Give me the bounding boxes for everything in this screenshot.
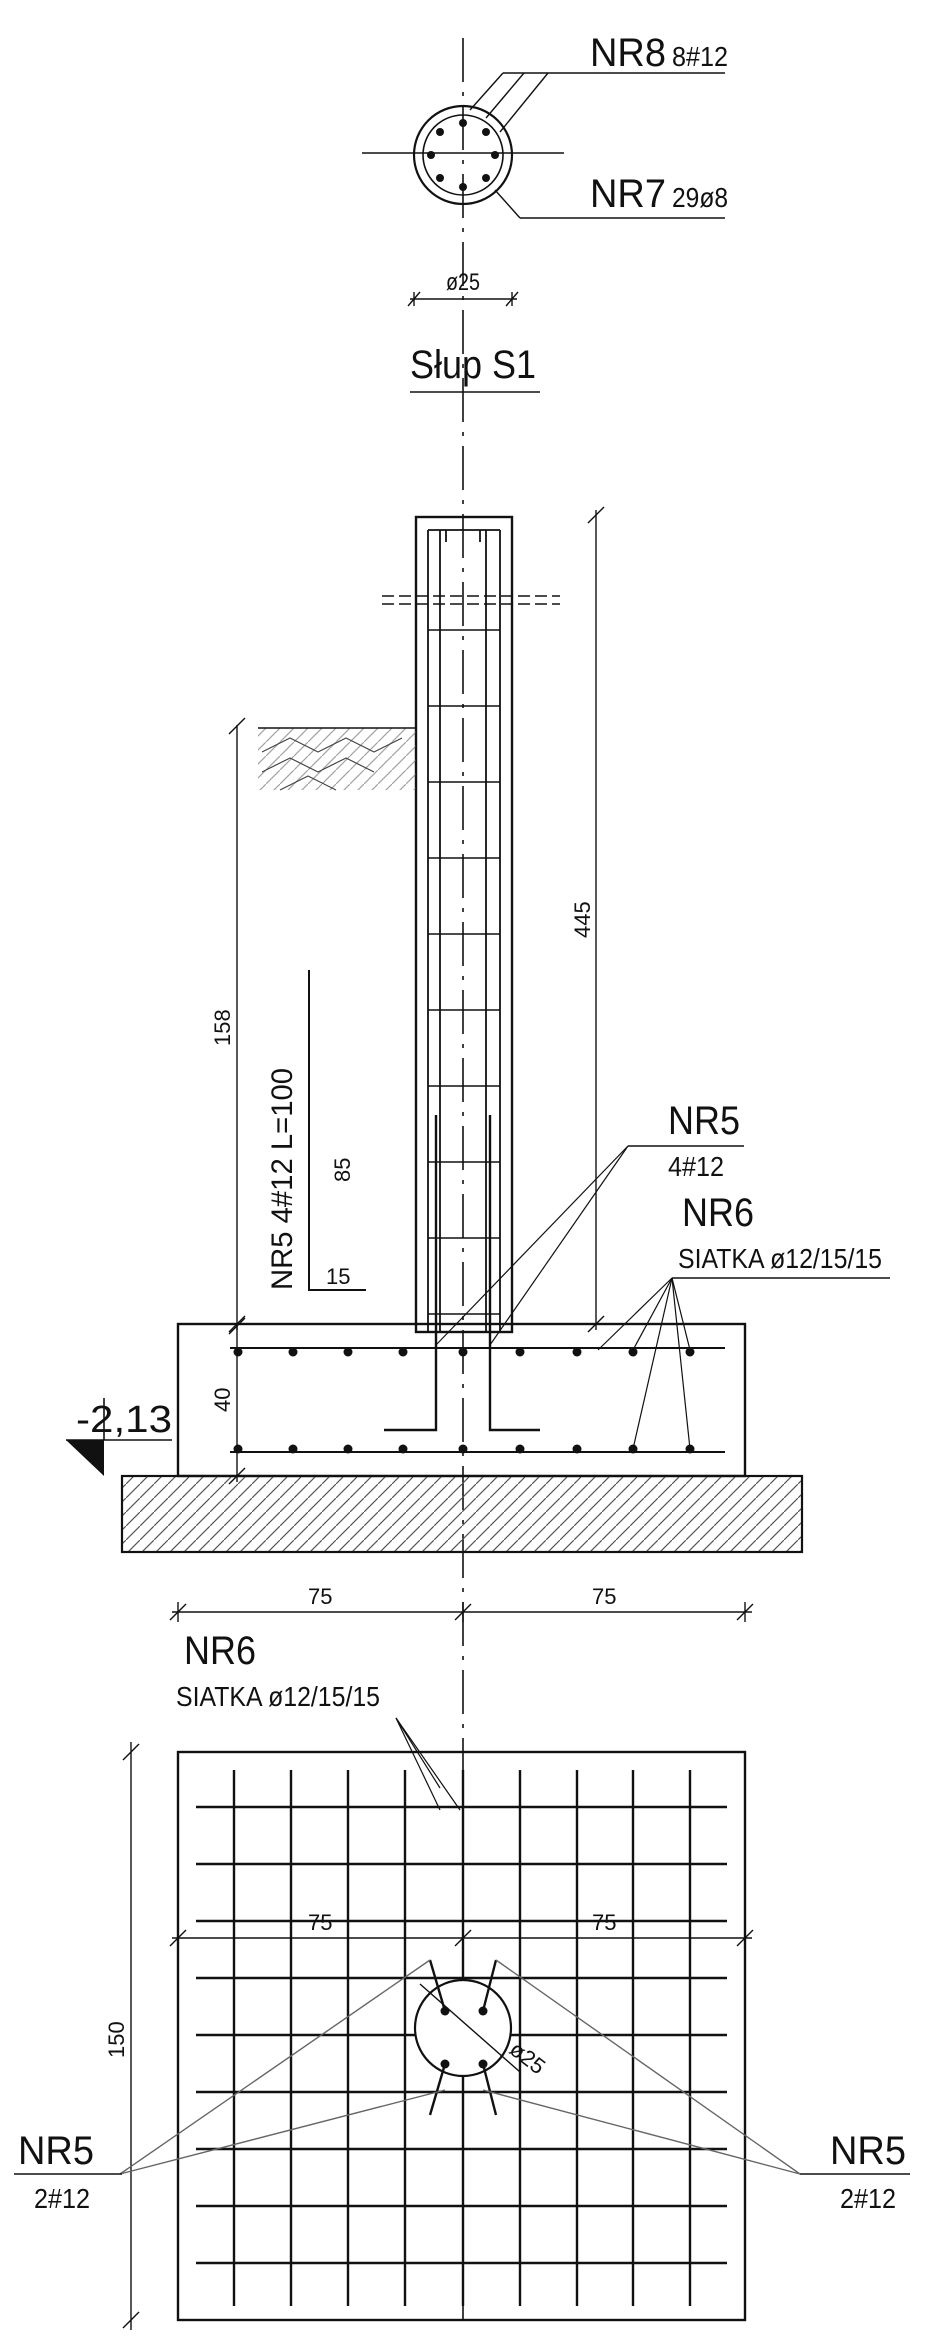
plan-nr6-spec: SIATKA ø12/15/15	[176, 1681, 380, 1712]
dim-445-label: 445	[570, 901, 595, 938]
elev-nr6-mark: NR6	[682, 1191, 754, 1235]
drawing-title: Słup S1	[410, 343, 536, 387]
nr5-detail-hook: 15	[326, 1264, 350, 1289]
dim-40-label: 40	[210, 1388, 235, 1412]
plan-dim-75-left: 75	[308, 1910, 332, 1935]
dim-75-right: 75	[592, 1584, 616, 1609]
nr5-detail-shape	[308, 970, 366, 1291]
plan-nr6-mark: NR6	[184, 1629, 256, 1673]
plan-column	[413, 1959, 521, 2116]
level-mark	[66, 1398, 172, 1476]
level-label: -2,13	[76, 1399, 172, 1441]
elev-nr6-spec: SIATKA ø12/15/15	[678, 1243, 882, 1274]
plan-nr5-left-spec: 2#12	[34, 2183, 90, 2214]
section-diameter-label: ø25	[446, 269, 480, 296]
dim-40	[228, 1317, 246, 1485]
plan-nr5-right-mark: NR5	[830, 2129, 906, 2173]
dashed-level	[382, 595, 560, 605]
dim-150	[122, 1742, 140, 2330]
dim-75-75-elev	[169, 1602, 754, 1622]
plan-footing	[176, 1750, 747, 2322]
elev-nr6-leaders	[597, 1277, 691, 1450]
plan-nr5-left-mark: NR5	[18, 2129, 94, 2173]
section-bars	[427, 119, 499, 191]
section-diameter-dim	[407, 291, 519, 307]
plan-dim-75-right: 75	[592, 1910, 616, 1935]
nr5-dowels	[384, 1115, 540, 1432]
nr7-spec: 29ø8	[672, 182, 728, 213]
footing-bars	[233, 1347, 695, 1454]
nr8-spec: 8#12	[672, 41, 728, 72]
lean-concrete	[120, 1474, 804, 1554]
plan-mesh	[196, 1770, 727, 2306]
plan-nr5-leaders	[119, 1959, 801, 2175]
dim-150-label: 150	[104, 2021, 129, 2058]
column-elevation	[414, 515, 514, 1334]
dim-75-left: 75	[308, 1584, 332, 1609]
nr7-mark: NR7	[590, 172, 666, 216]
dim-158-label: 158	[210, 1009, 235, 1046]
elev-nr5-leaders	[435, 1145, 629, 1346]
dim-75-75-plan	[169, 1929, 754, 1947]
ground-earth	[258, 727, 416, 791]
column-section	[362, 72, 725, 219]
dim-445	[587, 506, 605, 1333]
elev-nr5-spec: 4#12	[668, 1151, 724, 1182]
elev-nr5-mark: NR5	[668, 1099, 740, 1143]
plan-nr5-right-spec: 2#12	[840, 2183, 896, 2214]
nr5-detail-leg: 85	[330, 1158, 355, 1182]
nr5-detail-label: NR5 4#12 L=100	[266, 1068, 299, 1290]
plan-column-diameter: ø25	[505, 2036, 550, 2079]
nr8-mark: NR8	[590, 31, 666, 75]
